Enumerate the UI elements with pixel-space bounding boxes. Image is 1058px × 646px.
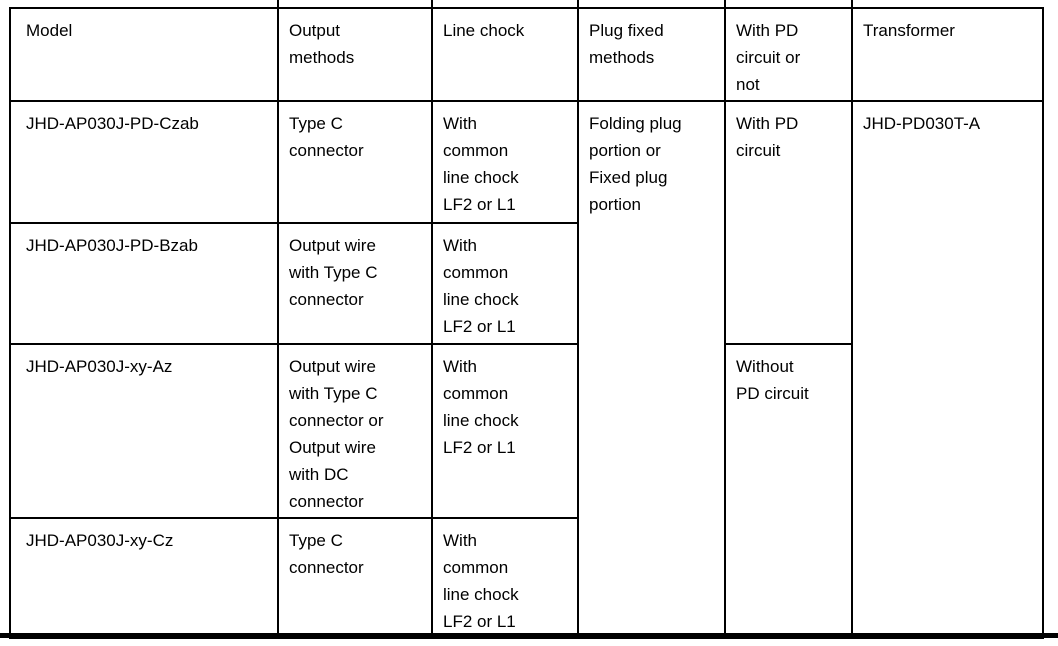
cell-with-pd-circuit: With PD circuit [724,100,853,345]
table-row: JHD-AP030J-PD-Czab Type C connector With… [9,100,1044,639]
cell-transformer: JHD-PD030T-A [851,100,1044,639]
header-plug-fixed-methods: Plug fixed methods [577,7,726,102]
table-row: JHD-AP030J-PD-Bzab Output wire with Type… [9,222,1043,345]
cell-output-methods-2: Output wire with Type C connector [277,222,433,345]
column-border-tick [277,0,279,9]
column-border-tick [577,0,579,9]
header-model: Model [9,7,279,102]
header-transformer: Transformer [851,7,1044,102]
column-border-tick [431,0,433,9]
column-border-tick [724,0,726,9]
table-row: JHD-AP030J-xy-Az Output wire with Type C… [9,343,1043,639]
cell-line-chock-4: With common line chock LF2 or L1 [431,517,579,639]
cell-line-chock-2: With common line chock LF2 or L1 [431,222,579,345]
column-border-tick [851,0,853,9]
cell-output-methods-4: Type C connector [277,517,433,639]
header-output-methods: Output methods [277,7,433,102]
bottom-rule [0,633,1058,638]
model-spec-table: Model Output methods Line chock Plug fix… [9,7,1044,639]
cell-line-chock-3: With common line chock LF2 or L1 [431,343,579,519]
cell-plug-fixed-methods: Folding plug portion or Fixed plug porti… [577,100,726,639]
cell-line-chock-1: With common line chock LF2 or L1 [431,100,579,224]
header-pd-circuit: With PD circuit or not [724,7,853,102]
cell-model-4: JHD-AP030J-xy-Cz [9,517,279,639]
cell-model-2: JHD-AP030J-PD-Bzab [9,222,279,345]
table-row: JHD-AP030J-xy-Cz Type C connector With c… [9,517,1043,639]
header-line-chock: Line chock [431,7,579,102]
cell-model-3: JHD-AP030J-xy-Az [9,343,279,519]
header-row: Model Output methods Line chock Plug fix… [9,7,1044,102]
cell-without-pd-circuit: Without PD circuit [724,343,853,639]
cell-model-1: JHD-AP030J-PD-Czab [9,100,279,224]
cell-output-methods-3: Output wire with Type C connector or Out… [277,343,433,519]
cell-output-methods-1: Type C connector [277,100,433,224]
